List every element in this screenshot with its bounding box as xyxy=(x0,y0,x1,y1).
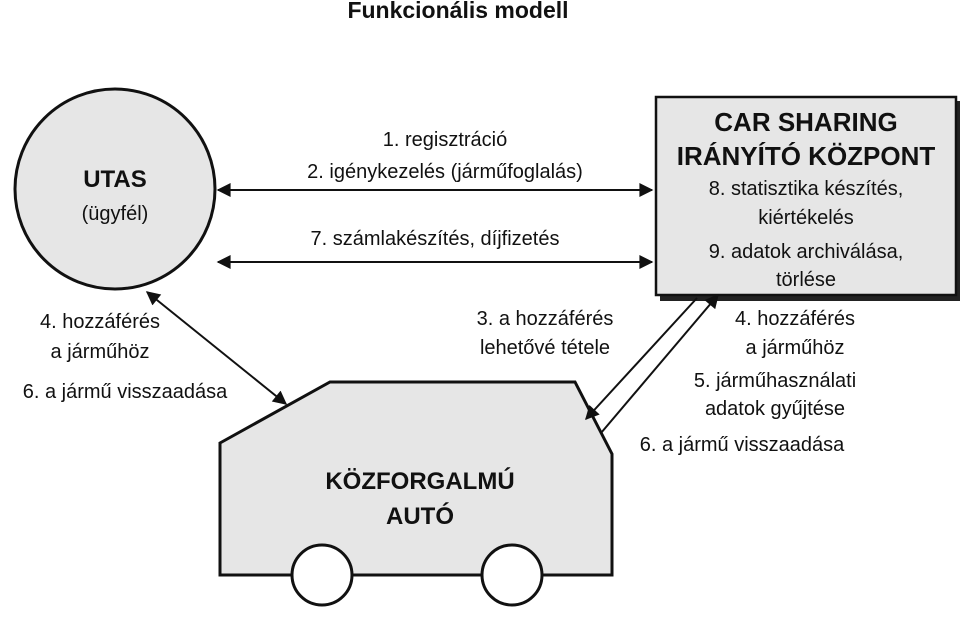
edge-label-enable-access-2: lehetővé tétele xyxy=(479,337,611,359)
passenger-name: UTAS xyxy=(83,166,147,193)
arrow-center-to-car xyxy=(585,297,698,421)
edge-label-access-right-2: a járműhöz xyxy=(745,337,845,359)
edge-label-access-left-2: a járműhöz xyxy=(50,341,150,363)
car-node xyxy=(218,380,614,577)
edge-label-usage-data-1: 5. járműhasználati xyxy=(693,370,857,392)
edge-label-return-right: 6. a jármű visszaadása xyxy=(639,434,845,456)
car-wheel-right xyxy=(480,543,544,607)
edge-label-access-right-1: 4. hozzáférés xyxy=(734,308,856,330)
edge-label-enable-access-1: 3. a hozzáférés xyxy=(476,308,614,330)
edge-label-registration: 1. regisztráció xyxy=(382,129,508,151)
diagram-title: Funkcionális modell xyxy=(347,0,569,23)
car-title-1: KÖZFORGALMÚ xyxy=(325,468,515,495)
edge-label-access-left-1: 4. hozzáférés xyxy=(39,311,161,333)
passenger-sub: (ügyfél) xyxy=(81,203,149,225)
arrow-passenger-car xyxy=(145,291,288,405)
edge-label-invoicing: 7. számlakészítés, díjfizetés xyxy=(310,228,560,250)
passenger-node xyxy=(13,87,217,291)
car-wheel-left xyxy=(290,543,354,607)
center-item-1: 8. statisztika készítés, xyxy=(708,178,904,200)
center-item-4: törlése xyxy=(775,269,837,291)
car-title-2: AUTÓ xyxy=(386,503,454,530)
arrow-car-to-center xyxy=(600,293,719,434)
center-item-3: 9. adatok archiválása, xyxy=(708,241,904,263)
center-title-2: IRÁNYÍTÓ KÖZPONT xyxy=(676,141,936,171)
edge-label-request: 2. igénykezelés (járműfoglalás) xyxy=(307,161,583,183)
center-title-1: CAR SHARING xyxy=(714,107,898,137)
edge-label-usage-data-2: adatok gyűjtése xyxy=(704,398,846,420)
edge-label-return-left: 6. a jármű visszaadása xyxy=(22,381,228,403)
center-item-2: kiértékelés xyxy=(758,207,854,229)
center-node xyxy=(654,95,958,297)
